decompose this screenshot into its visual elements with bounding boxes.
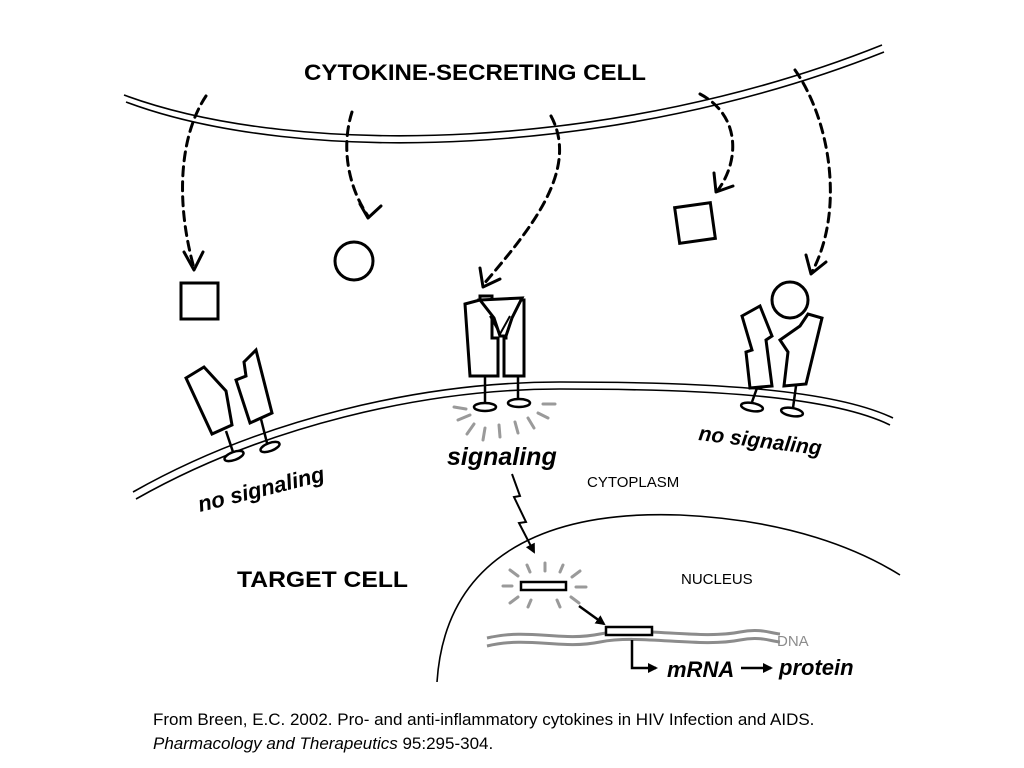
secretion-arrow-2	[345, 110, 383, 220]
cytokine-square-2	[672, 200, 718, 246]
transcription-arrow	[630, 640, 658, 673]
receptor-pair-middle	[463, 294, 532, 413]
secreting-cell-membrane	[123, 44, 885, 144]
transcription-factor-bound	[604, 625, 654, 637]
signal-bolt-arrow	[511, 473, 535, 554]
citation-journal: Pharmacology and Therapeutics	[153, 734, 398, 753]
no-signaling-right-label: no signaling	[697, 422, 823, 460]
citation-line-2: Pharmacology and Therapeutics 95:295-304…	[153, 732, 814, 756]
no-signaling-left-label: no signaling	[195, 461, 327, 517]
mrna-label: mRNA	[667, 657, 734, 682]
cytokine-square-1	[179, 281, 220, 321]
tf-translocation-arrow	[578, 604, 606, 626]
secretion-arrow-5	[793, 68, 832, 276]
protein-label: protein	[778, 655, 854, 680]
nucleus-envelope	[436, 513, 901, 683]
receptor-pair-left	[184, 347, 281, 463]
receptor-pair-right	[739, 280, 824, 418]
secreting-cell-label: CYTOKINE-SECRETING CELL	[304, 60, 646, 85]
transcription-factor-active	[501, 561, 588, 609]
secretion-arrow-3	[478, 114, 562, 289]
citation-line-1: From Breen, E.C. 2002. Pro- and anti-inf…	[153, 710, 815, 729]
signaling-label: signaling	[447, 443, 557, 471]
signaling-glow	[452, 402, 557, 442]
cytokine-circle-1	[333, 240, 375, 282]
secretion-arrow-4	[698, 92, 735, 194]
nucleus-label: NUCLEUS	[681, 571, 753, 588]
cytoplasm-label: CYTOPLASM	[587, 474, 679, 491]
citation-ref: 95:295-304.	[397, 734, 494, 753]
secretion-arrow-1	[181, 94, 208, 272]
citation: From Breen, E.C. 2002. Pro- and anti-inf…	[153, 708, 814, 756]
target-cell-membrane	[132, 381, 894, 500]
dna-label: DNA	[777, 633, 809, 650]
target-cell-label: TARGET CELL	[237, 567, 408, 592]
